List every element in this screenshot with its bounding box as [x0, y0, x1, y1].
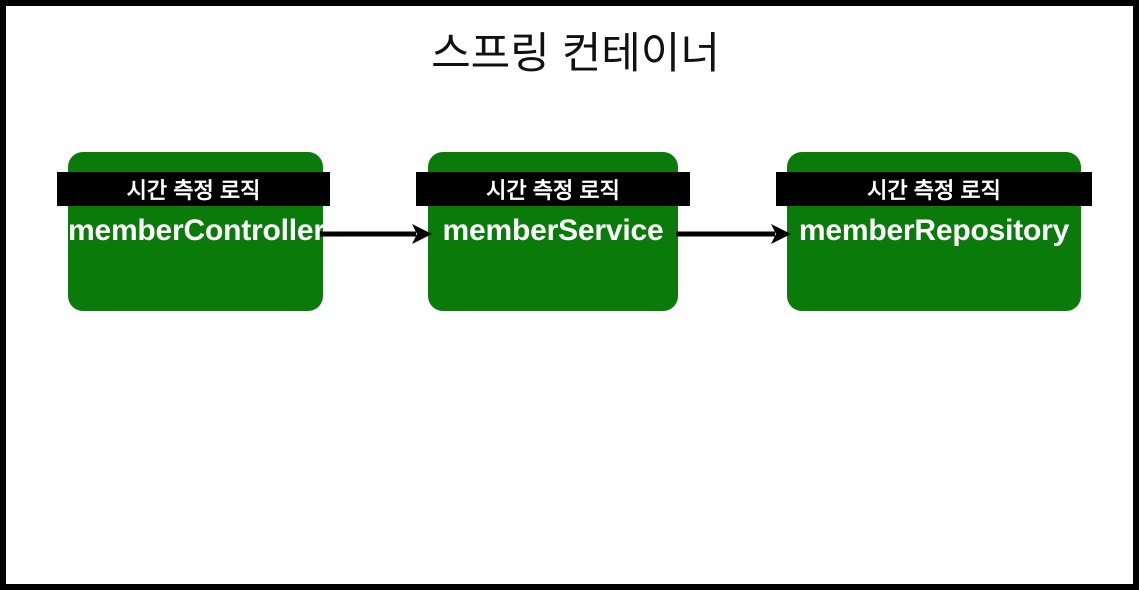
node-member-controller[interactable]: 시간 측정 로직 memberController — [57, 152, 330, 311]
node-member-repository[interactable]: 시간 측정 로직 memberRepository — [776, 152, 1092, 311]
node-banner-label: 시간 측정 로직 — [416, 172, 690, 206]
arrow-controller-to-service — [320, 221, 432, 247]
diagram-inner: 스프링 컨테이너 시간 측정 로직 memberController 시간 측정… — [6, 6, 1133, 584]
node-banner-label: 시간 측정 로직 — [57, 172, 330, 206]
arrow-service-to-repository — [676, 221, 791, 247]
arrow-icon — [676, 224, 791, 244]
node-name-label: memberRepository — [798, 214, 1070, 247]
node-member-service[interactable]: 시간 측정 로직 memberService — [416, 152, 690, 311]
page-title: 스프링 컨테이너 — [431, 30, 720, 78]
arrow-icon — [320, 224, 432, 244]
node-banner-label: 시간 측정 로직 — [776, 172, 1092, 206]
node-name-label: memberController — [68, 214, 325, 247]
node-name-label: memberService — [442, 214, 664, 247]
